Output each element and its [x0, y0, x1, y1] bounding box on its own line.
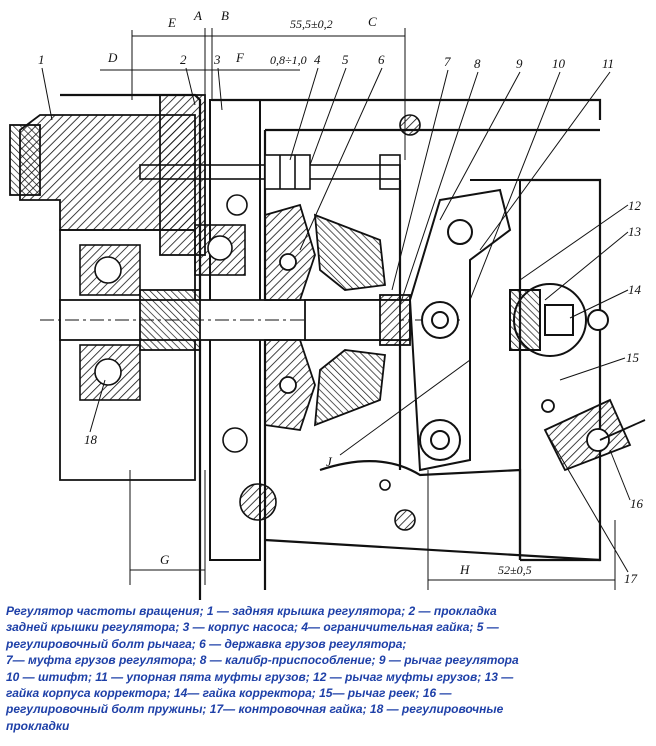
callout-7: 7	[444, 54, 451, 69]
adjusting-bolt	[139, 154, 401, 190]
dimension-values: 55,5±0,2 0,8÷1,0 52±0,5	[270, 17, 532, 577]
callout-14: 14	[628, 282, 642, 297]
dimension-c-value: 55,5±0,2	[290, 17, 333, 31]
letter-d: D	[107, 50, 118, 65]
letter-h: H	[459, 562, 470, 577]
bearings	[79, 194, 248, 453]
callout-17: 17	[624, 571, 638, 586]
callout-2: 2	[180, 52, 187, 67]
callout-labels: 1 2 3 4 5 6 7 8 9 10 11 12 13 14 15 16 1…	[38, 52, 644, 586]
callout-11: 11	[602, 56, 614, 71]
callout-6: 6	[378, 52, 385, 67]
callout-4: 4	[314, 52, 321, 67]
dimension-lines	[100, 28, 616, 590]
letter-labels: A B C D E F G H J	[107, 8, 470, 577]
governor-drawing: 1 2 3 4 5 6 7 8 9 10 11 12 13 14 15 16 1…	[9, 8, 646, 600]
letter-f: F	[235, 50, 245, 65]
callout-12: 12	[628, 198, 642, 213]
callout-16: 16	[630, 496, 644, 511]
callout-8: 8	[474, 56, 481, 71]
leader-lines	[41, 67, 631, 573]
letter-a: A	[193, 8, 202, 23]
caption-line: 10 — штифт; 11 — упорная пята муфты груз…	[6, 669, 514, 684]
letter-b: B	[221, 8, 229, 23]
levers	[408, 179, 521, 472]
letter-g: G	[160, 552, 170, 567]
caption-line: регулировочный болт рычага; 6 — державка…	[6, 636, 407, 651]
weights-holder	[264, 203, 411, 431]
corrector	[509, 283, 609, 357]
callout-5: 5	[342, 52, 349, 67]
caption-line: гайка корпуса корректора; 14— гайка корр…	[6, 686, 452, 701]
rear-cover	[9, 94, 206, 481]
caption-line: регулировочный болт пружины; 17— контров…	[6, 702, 504, 717]
caption-line: прокладки	[6, 718, 70, 733]
callout-18: 18	[84, 432, 98, 447]
caption-line: задней крышки регулятора; 3 — корпус нас…	[6, 620, 499, 635]
callout-10: 10	[552, 56, 566, 71]
dimension-h-value: 52±0,5	[498, 563, 532, 577]
dimension-f-value: 0,8÷1,0	[270, 53, 307, 67]
callout-3: 3	[213, 52, 221, 67]
callout-13: 13	[628, 224, 642, 239]
figure-caption: Регулятор частоты вращения; 1 — задняя к…	[6, 603, 650, 734]
letter-j: J	[326, 454, 333, 469]
letter-c: C	[368, 14, 377, 29]
callout-1: 1	[38, 52, 45, 67]
callout-15: 15	[626, 350, 640, 365]
letter-e: E	[167, 15, 176, 30]
callout-9: 9	[516, 56, 523, 71]
spring-bolt	[541, 398, 646, 472]
caption-line: 7— муфта грузов регулятора; 8 — калибр-п…	[6, 653, 519, 668]
caption-line: Регулятор частоты вращения; 1 — задняя к…	[6, 604, 497, 618]
